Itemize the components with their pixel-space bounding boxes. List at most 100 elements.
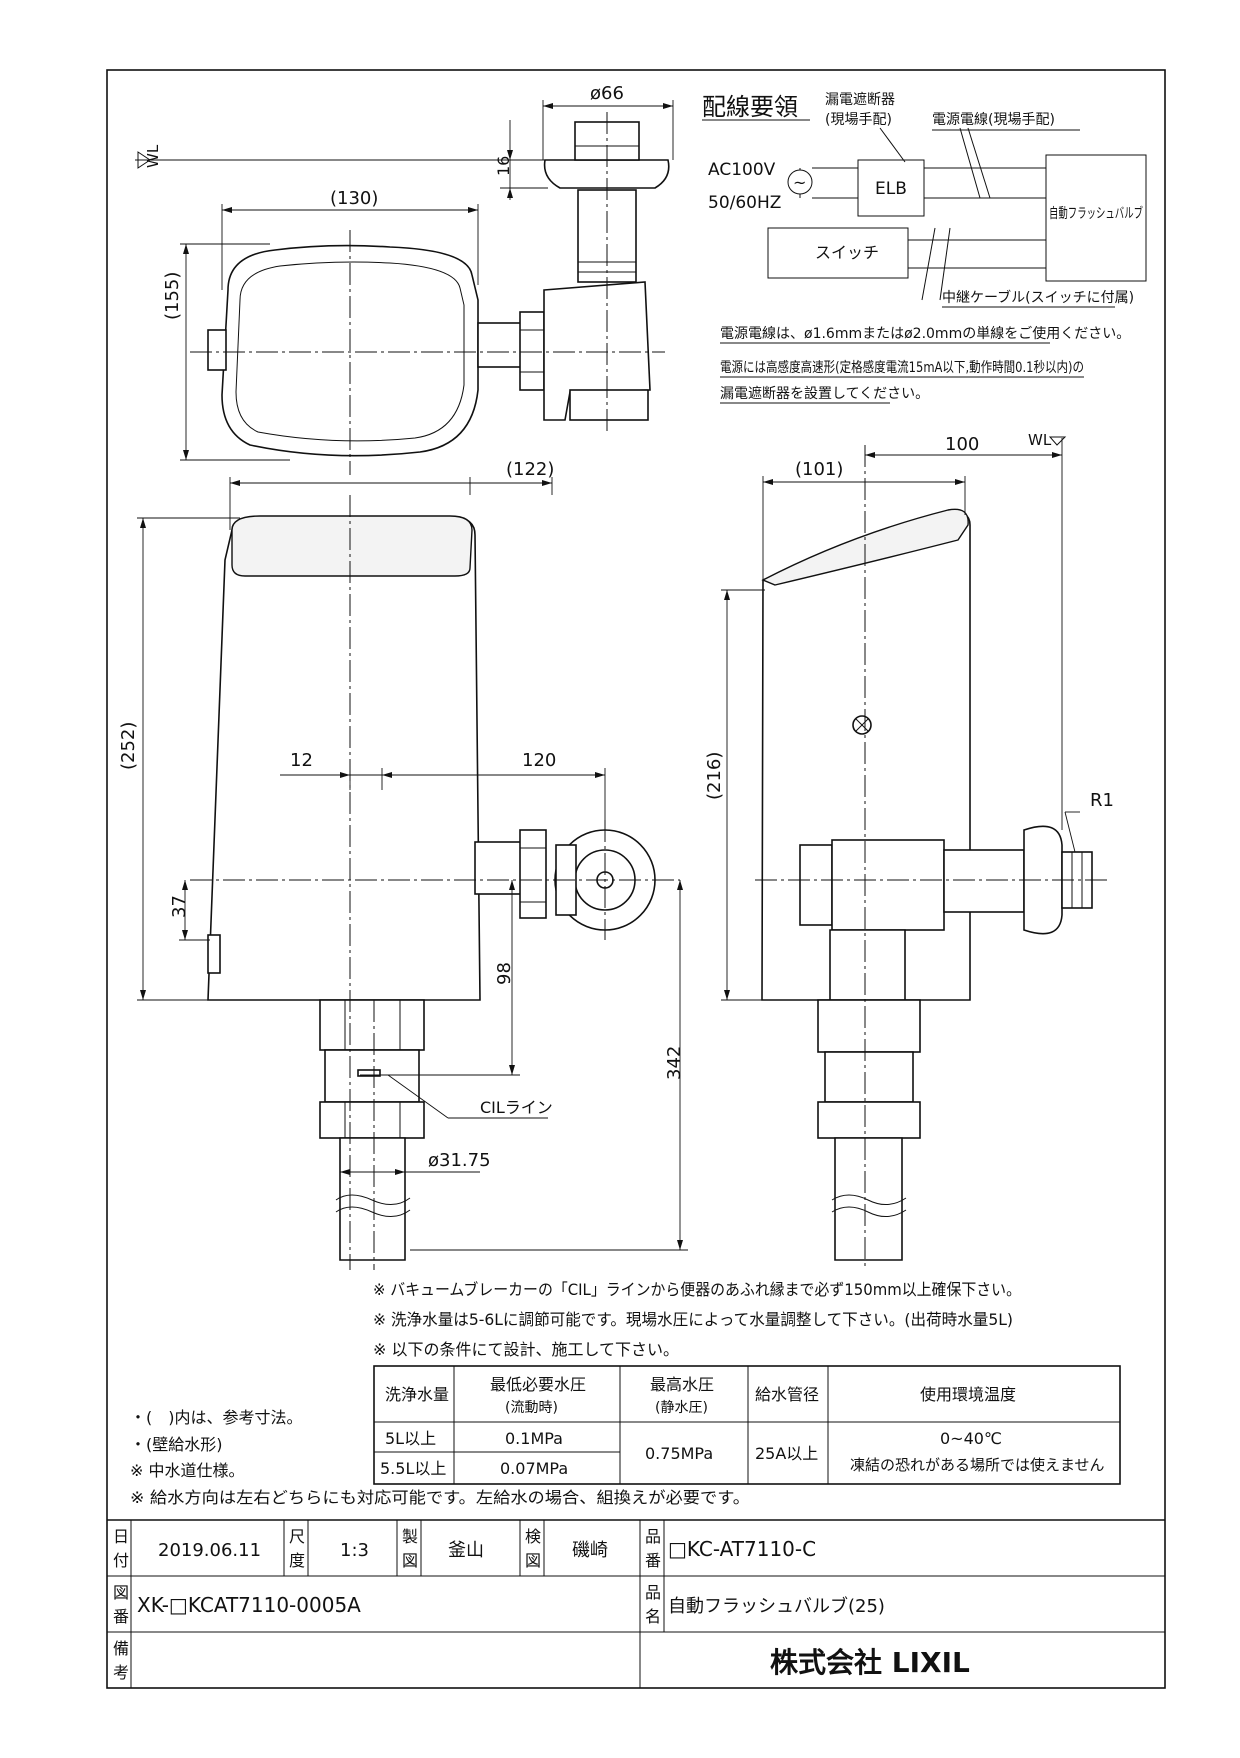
dim-d252: (252) [118,722,139,770]
svg-text:図: 図 [402,1551,418,1570]
td-max-pressure: 0.75MPa [645,1444,713,1463]
th-flush-volume: 洗浄水量 [385,1385,449,1404]
svg-text:名: 名 [645,1607,661,1626]
switch-label: スイッチ [815,243,879,262]
note-flush-volume: ※ 洗浄水量は5-6Lに調節可能です。現場水圧によって水量調整して下さい。(出荷… [373,1310,1013,1329]
dim-d342: 342 [664,1046,685,1080]
wl-side-view: WL [1028,431,1052,449]
dim-r1: R1 [1090,790,1114,811]
wiring-title: 配線要領 [702,93,798,121]
td-row2-volume: 5.5L以上 [380,1459,446,1478]
elb-box [857,159,925,217]
top-view-nut [519,311,545,391]
side-view-upper-nut [817,999,921,1053]
wiring-diagram: 配線要領 漏電遮断器 (現場手配) 電源電線(現場手配) AC100V 50/6… [702,92,1147,404]
dim-d66: ø66 [590,83,624,104]
dim-d12: 12 [290,750,313,771]
side-view-lower-nut [817,1101,921,1139]
dim-d100: 100 [945,434,979,455]
top-view-pipe [577,189,637,283]
svg-text:付: 付 [113,1551,129,1570]
top-view: ø66 16 WL (130) (155) [135,83,674,475]
top-view-connector [477,322,525,368]
tb-part-number: □KC-AT7110-C [668,1537,816,1561]
dim-d130: (130) [330,188,378,209]
dim-d122: (122) [506,459,554,480]
front-view-pipe [339,1137,406,1261]
svg-text:考: 考 [113,1663,129,1682]
ac-label: AC100V [708,160,776,180]
svg-text:検: 検 [525,1527,541,1546]
svg-text:番: 番 [113,1607,129,1626]
svg-text:備: 備 [113,1639,129,1658]
front-view-side-tab [207,934,221,974]
dim-d37: 37 [169,895,190,918]
svg-text:図: 図 [113,1583,129,1602]
dim-d101: (101) [795,459,843,480]
side-view-valve-body [831,839,945,931]
svg-text:図: 図 [525,1551,541,1570]
top-view-body-inner [235,261,465,442]
note-gray-water: ※ 中水道仕様。 [130,1461,245,1480]
spec-table: 洗浄水量 最低必要水圧 (流動時) 最高水圧 (静水圧) 給水管径 使用環境温度… [373,1365,1121,1485]
td-temperature: 0~40℃ [940,1429,1002,1448]
front-view-nut [519,829,547,919]
top-view-side-tab [207,329,227,371]
td-temperature-note: 凍結の恐れがある場所では使えません [850,1456,1105,1474]
hz-label: 50/60HZ [708,193,781,213]
svg-text:度: 度 [289,1551,305,1570]
dim-d16: 16 [494,156,513,176]
td-pipe-size: 25A以上 [755,1444,818,1463]
tb-scale: 1:3 [340,1540,369,1561]
note-conditions: ※ 以下の条件にて設計、施工して下さい。 [373,1340,679,1359]
switch-box [767,227,909,279]
th-max-pressure-sub: (静水圧) [655,1400,708,1416]
td-row2-pressure: 0.07MPa [500,1459,568,1478]
front-view: (122) (252) 12 120 37 98 342 [118,459,688,1270]
td-row1-pressure: 0.1MPa [505,1429,563,1448]
dim-d155: (155) [162,272,183,320]
notes: ※ バキュームブレーカーの「CIL」ラインから便器のあふれ縁まで必ず150mm以… [130,1280,1021,1507]
drawing-frame [106,69,1166,1689]
tb-drawing-number: XK-□KCAT7110-0005A [137,1593,361,1617]
leakage-breaker-label: 漏電遮断器 [825,92,895,108]
td-row1-volume: 5L以上 [385,1429,436,1448]
wiring-note-3: 漏電遮断器を設置してください。 [720,386,929,402]
elb-label: ELB [875,179,907,199]
front-view-upper-nut [319,999,425,1051]
side-view-inlet-pipe [943,849,1025,913]
side-view-wall-flange [1023,825,1063,935]
note-cil: ※ バキュームブレーカーの「CIL」ラインから便器のあふれ縁まで必ず150mm以… [373,1280,1021,1299]
dim-d98: 98 [494,962,515,985]
dim-d120: 120 [522,750,556,771]
wiring-note-1: 電源電線は、ø1.6mmまたはø2.0mmの単線をご使用ください。 [720,325,1130,342]
tb-checked-by: 磯崎 [572,1540,608,1561]
dim-d216: (216) [704,752,725,800]
th-pipe-size: 給水管径 [755,1385,819,1404]
note-supply-direction: ※ 給水方向は左右どちらにも対応可能です。左給水の場合、組換えが必要です。 [130,1488,750,1507]
dim-d31-75: ø31.75 [428,1150,491,1171]
side-view-valve-cap [799,844,833,926]
front-view-top-cap [231,515,473,577]
th-max-pressure: 最高水圧 [650,1375,714,1394]
svg-text:番: 番 [645,1551,661,1570]
front-view-body [207,517,481,1001]
svg-text:品: 品 [645,1583,661,1602]
th-min-pressure: 最低必要水圧 [490,1375,586,1394]
tb-product-name: 自動フラッシュバルブ(25) [668,1595,885,1617]
front-view-connector [474,841,526,895]
title-block: 日 付 2019.06.11 尺 度 1:3 製 図 釜山 検 図 磯崎 品 番… [107,1519,1165,1688]
note-reference-dims: ・( )内は、参考寸法。 [130,1408,303,1427]
th-temperature: 使用環境温度 [920,1385,1016,1404]
side-view: (101) 100 WL (216) R1 [704,431,1114,1270]
relay-cable-label: 中継ケーブル(スイッチに付属) [942,289,1134,306]
valve-box [1045,154,1147,282]
wiring-note-2: 電源には高感度高速形(定格感度電流15mA以下,動作時間0.1秒以内)の [720,359,1084,376]
wl-top-view: WL [144,144,162,168]
svg-text:日: 日 [113,1527,129,1546]
side-view-pipe [834,1137,903,1261]
front-view-lower-nut [319,1101,425,1139]
cil-line-label: CILライン [480,1098,553,1117]
